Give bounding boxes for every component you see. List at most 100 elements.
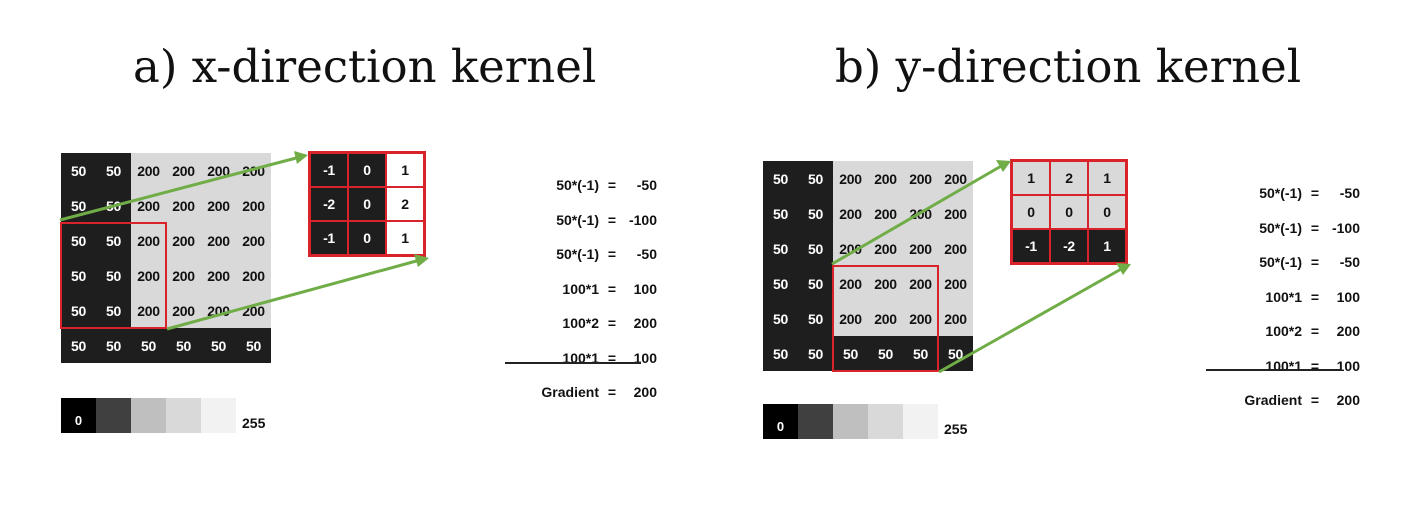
pixel-cell: 200 bbox=[938, 231, 973, 266]
pixel-cell: 50 bbox=[833, 336, 868, 371]
pixel-cell: 200 bbox=[131, 223, 166, 258]
pixel-cell: 200 bbox=[236, 223, 271, 258]
pixel-cell: 50 bbox=[763, 231, 798, 266]
equation-op: = bbox=[1310, 323, 1320, 340]
pixel-cell: 50 bbox=[236, 328, 271, 363]
scale-max-label: 255 bbox=[944, 421, 968, 437]
scale-swatch bbox=[131, 398, 166, 433]
kernel-cell: 1 bbox=[386, 221, 424, 255]
pixel-cell: 200 bbox=[833, 196, 868, 231]
pixel-cell: 50 bbox=[798, 196, 833, 231]
pixel-cell: 50 bbox=[166, 328, 201, 363]
kernel-cell: 2 bbox=[1050, 161, 1088, 195]
pixel-cell: 200 bbox=[903, 196, 938, 231]
equation-rhs: -50 bbox=[636, 246, 657, 263]
scale-swatch bbox=[166, 398, 201, 433]
grayscale-scale: 0 bbox=[61, 398, 236, 433]
pixel-cell: 50 bbox=[96, 293, 131, 328]
equation-lhs: 100*2 bbox=[562, 315, 599, 332]
scale-swatch: 0 bbox=[763, 404, 798, 439]
pixel-cell: 200 bbox=[131, 293, 166, 328]
arrow-head-top bbox=[996, 160, 1011, 172]
equation-op: = bbox=[1310, 219, 1320, 236]
equation-op: = bbox=[607, 280, 617, 297]
arrow-head-top bbox=[294, 151, 308, 164]
equation-rhs: 200 bbox=[1336, 392, 1360, 409]
kernel-cell: 2 bbox=[386, 187, 424, 221]
kernel-cell: 1 bbox=[1012, 161, 1050, 195]
pixel-cell: 50 bbox=[798, 301, 833, 336]
pixel-cell: 50 bbox=[61, 153, 96, 188]
scale-swatch bbox=[96, 398, 131, 433]
pixel-cell: 200 bbox=[903, 266, 938, 301]
equation-op: = bbox=[607, 384, 617, 401]
pixel-cell: 200 bbox=[833, 161, 868, 196]
equation-rhs: 100 bbox=[633, 349, 657, 366]
scale-max-label: 255 bbox=[242, 415, 266, 431]
pixel-cell: 50 bbox=[96, 328, 131, 363]
pixel-cell: 200 bbox=[833, 266, 868, 301]
equation-op: = bbox=[1310, 357, 1320, 374]
kernel-cell: -1 bbox=[310, 221, 348, 255]
equation-lhs: 50*(-1) bbox=[556, 211, 599, 228]
pixel-cell: 50 bbox=[763, 161, 798, 196]
kernel-cell: 1 bbox=[1088, 161, 1126, 195]
equation-rhs: -50 bbox=[636, 177, 657, 194]
pixel-cell: 200 bbox=[903, 161, 938, 196]
equation-lhs: 100*1 bbox=[1265, 357, 1302, 374]
scale-swatch bbox=[201, 398, 236, 433]
pixel-cell: 50 bbox=[798, 336, 833, 371]
pixel-cell: 200 bbox=[131, 258, 166, 293]
scale-swatch: 0 bbox=[61, 398, 96, 433]
equation-rhs: 100 bbox=[1336, 288, 1360, 305]
pixel-cell: 200 bbox=[131, 153, 166, 188]
kernel-cell: -2 bbox=[1050, 229, 1088, 263]
pixel-cell: 200 bbox=[868, 301, 903, 336]
equation-lhs: Gradient bbox=[1244, 392, 1302, 409]
pixel-cell: 200 bbox=[166, 223, 201, 258]
equation-lhs: 50*(-1) bbox=[556, 246, 599, 263]
kernel-cell: 1 bbox=[1088, 229, 1126, 263]
pixel-cell: 50 bbox=[903, 336, 938, 371]
kernel-cell: -2 bbox=[310, 187, 348, 221]
pixel-cell: 50 bbox=[61, 258, 96, 293]
pixel-cell: 50 bbox=[798, 231, 833, 266]
pixel-cell: 50 bbox=[131, 328, 166, 363]
equation-lhs: 100*1 bbox=[1265, 288, 1302, 305]
scale-swatch bbox=[798, 404, 833, 439]
pixel-cell: 200 bbox=[938, 266, 973, 301]
equation-lhs: 50*(-1) bbox=[1259, 254, 1302, 271]
sum-rule bbox=[1206, 369, 1342, 371]
equation-rhs: 100 bbox=[1336, 357, 1360, 374]
pixel-cell: 200 bbox=[166, 258, 201, 293]
pixel-cell: 50 bbox=[96, 223, 131, 258]
pixel-cell: 200 bbox=[938, 161, 973, 196]
equation-rhs: 200 bbox=[633, 384, 657, 401]
kernel-cell: 0 bbox=[348, 221, 386, 255]
equation-lhs: 100*1 bbox=[562, 280, 599, 297]
equation-rhs: 100 bbox=[633, 280, 657, 297]
pixel-cell: 50 bbox=[96, 153, 131, 188]
grayscale-scale: 0 bbox=[763, 404, 938, 439]
pixel-cell: 50 bbox=[61, 328, 96, 363]
equation-op: = bbox=[1310, 185, 1320, 202]
pixel-cell: 200 bbox=[833, 301, 868, 336]
scale-swatch bbox=[903, 404, 938, 439]
pixel-cell: 200 bbox=[166, 188, 201, 223]
pixel-cell: 50 bbox=[763, 301, 798, 336]
pixel-cell: 200 bbox=[236, 293, 271, 328]
pixel-cell: 200 bbox=[201, 153, 236, 188]
equation-lhs: 100*2 bbox=[1265, 323, 1302, 340]
pixel-cell: 200 bbox=[201, 188, 236, 223]
pixel-cell: 200 bbox=[166, 293, 201, 328]
kernel-cell: 0 bbox=[348, 153, 386, 187]
kernel-cell: -1 bbox=[1012, 229, 1050, 263]
pixel-cell: 200 bbox=[131, 188, 166, 223]
kernel-cell: 1 bbox=[386, 153, 424, 187]
pixel-cell: 50 bbox=[868, 336, 903, 371]
